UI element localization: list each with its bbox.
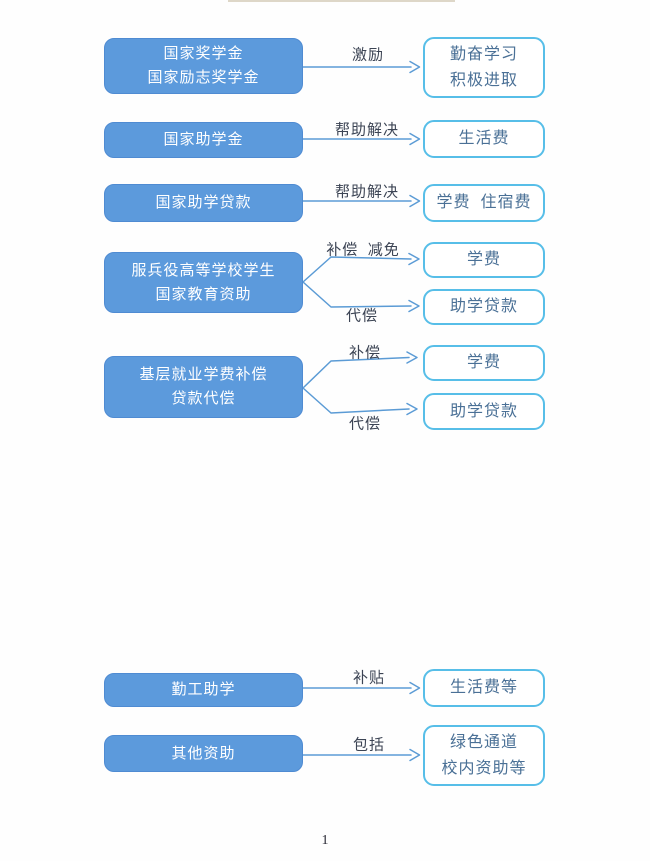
arrow-row5-lower-line — [302, 387, 410, 414]
source-node-grassroots-employment-aid: 基层就业学费补偿 贷款代偿 — [104, 356, 303, 418]
arrow-row1-head-icon — [409, 60, 421, 74]
node-text-line: 国家奖学金 — [163, 46, 244, 62]
target-node-student-loan: 助学贷款 — [423, 393, 545, 430]
target-node-student-loan: 助学贷款 — [423, 289, 545, 325]
node-text-line: 基层就业学费补偿 — [139, 367, 268, 383]
source-node-work-study: 勤工助学 — [104, 673, 303, 707]
node-text-line: 勤工助学 — [171, 682, 236, 698]
arrow-row5-lower-head-icon — [406, 402, 418, 416]
node-text-line: 校内资助等 — [441, 759, 527, 777]
node-text-line: 生活费 — [458, 130, 510, 147]
node-text-line: 国家助学金 — [163, 132, 244, 148]
target-node-living-expenses-etc: 生活费等 — [423, 669, 545, 707]
target-node-tuition: 学费 — [423, 242, 545, 278]
node-text-line: 国家励志奖学金 — [147, 70, 260, 86]
node-text-line: 学费 住宿费 — [436, 194, 532, 211]
edge-label: 补偿 减免 — [326, 242, 400, 259]
source-node-national-student-loan: 国家助学贷款 — [104, 184, 303, 222]
target-node-living-expenses: 生活费 — [423, 120, 545, 158]
edge-label: 帮助解决 — [334, 122, 400, 139]
node-text-line: 其他资助 — [171, 745, 236, 762]
page-number: 1 — [321, 833, 329, 848]
target-node-tuition: 学费 — [423, 345, 545, 381]
target-node-tuition-accommodation: 学费 住宿费 — [423, 184, 545, 222]
arrow-row7-head-icon — [409, 748, 421, 762]
arrow-row4-upper-head-icon — [408, 252, 420, 266]
page-top-edge-artifact — [228, 0, 455, 2]
node-text-line: 国家助学贷款 — [155, 195, 252, 211]
target-node-diligent-study: 勤奋学习 积极进取 — [423, 37, 545, 98]
source-node-other-aid: 其他资助 — [104, 735, 303, 772]
edge-label: 代偿 — [345, 308, 379, 325]
node-text-line: 绿色通道 — [449, 733, 518, 751]
arrow-row3-head-icon — [409, 194, 421, 208]
edge-label: 激励 — [351, 47, 385, 64]
node-text-line: 勤奋学习 — [449, 45, 518, 63]
edge-label: 代偿 — [348, 416, 382, 433]
node-text-line: 服兵役高等学校学生 — [131, 262, 276, 279]
node-text-line: 生活费等 — [449, 679, 518, 696]
arrow-row5-upper-head-icon — [406, 351, 418, 364]
arrow-row4-lower-line — [302, 281, 412, 308]
node-text-line: 助学贷款 — [449, 298, 518, 315]
node-text-line: 积极进取 — [449, 71, 518, 89]
edge-label: 补偿 — [348, 345, 382, 362]
arrow-row2-head-icon — [409, 132, 421, 146]
edge-label: 包括 — [352, 737, 386, 754]
source-node-military-service-aid: 服兵役高等学校学生 国家教育资助 — [104, 252, 303, 313]
arrow-row6-head-icon — [409, 681, 421, 695]
target-node-green-channel: 绿色通道 校内资助等 — [423, 725, 545, 786]
edge-label: 补贴 — [352, 670, 386, 687]
node-text-line: 助学贷款 — [449, 402, 518, 420]
node-text-line: 国家教育资助 — [155, 286, 252, 303]
source-node-national-grant: 国家助学金 — [104, 122, 303, 158]
edge-label: 帮助解决 — [334, 184, 400, 201]
node-text-line: 学费 — [466, 354, 501, 371]
node-text-line: 贷款代偿 — [171, 391, 236, 407]
source-node-national-scholarship: 国家奖学金 国家励志奖学金 — [104, 38, 303, 94]
node-text-line: 学费 — [466, 251, 501, 268]
arrow-row4-lower-head-icon — [408, 299, 420, 313]
arrow-row4-upper-line — [302, 256, 412, 283]
